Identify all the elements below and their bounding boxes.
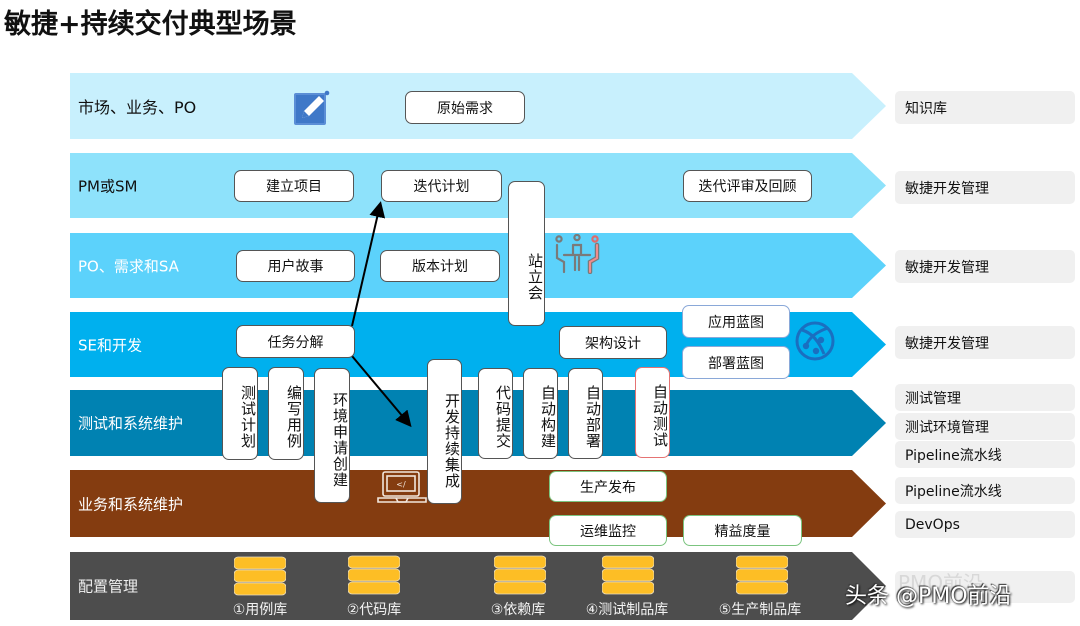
- lean-metrics-box[interactable]: 精益度量: [683, 515, 802, 546]
- deploy-blueprint-box[interactable]: 部署蓝图: [682, 346, 790, 379]
- database-icon: [736, 555, 788, 595]
- ops-monitor-box[interactable]: 运维监控: [549, 515, 667, 546]
- auto-build-box[interactable]: 自动构建: [523, 368, 558, 459]
- svg-text:</: </: [396, 480, 406, 489]
- watermark: 头条 @PMO前沿: [845, 584, 1012, 609]
- task-breakdown-box[interactable]: 任务分解: [236, 325, 355, 358]
- repo-label: ④测试制品库: [585, 602, 669, 618]
- meeting-icon: [552, 233, 602, 275]
- band-label: 测试和系统维护: [78, 414, 184, 433]
- laptop-code-icon: </: [376, 470, 428, 506]
- band-business: 业务和系统维护: [70, 470, 886, 537]
- side-tool-agile-mgmt[interactable]: 敏捷开发管理: [895, 171, 1075, 204]
- database-icon: [494, 555, 546, 595]
- band-label: PM或SM: [78, 177, 138, 195]
- database-icon: [602, 555, 654, 595]
- side-tool-pipeline[interactable]: Pipeline流水线: [895, 441, 1075, 468]
- repo-label: ③依赖库: [490, 602, 546, 618]
- band-label: PO、需求和SA: [78, 257, 179, 275]
- raw-requirements-box[interactable]: 原始需求: [405, 91, 525, 124]
- edit-note-icon: [293, 89, 333, 127]
- side-tool-empty[interactable]: [895, 571, 1075, 603]
- auto-test-box[interactable]: 自动测试: [635, 367, 670, 458]
- database-icon: [234, 556, 286, 596]
- arrow-to-ci: [351, 355, 412, 428]
- globe-network-icon: [794, 320, 836, 362]
- code-commit-box[interactable]: 代码提交: [478, 368, 513, 459]
- page-title: 敏捷+持续交付典型场景: [4, 9, 297, 40]
- repo-label: ②代码库: [346, 602, 402, 618]
- repo-label: ①用例库: [232, 602, 288, 618]
- test-plan-box[interactable]: 测试计划: [222, 367, 258, 460]
- side-tool-pipeline[interactable]: Pipeline流水线: [895, 477, 1075, 504]
- side-tool-devops[interactable]: DevOps: [895, 511, 1075, 538]
- side-tool-test-mgmt[interactable]: 测试管理: [895, 384, 1075, 411]
- arrow-to-iteration-plan: [351, 201, 386, 327]
- create-project-box[interactable]: 建立项目: [234, 170, 354, 202]
- band-label: 市场、业务、PO: [78, 98, 197, 117]
- app-blueprint-box[interactable]: 应用蓝图: [682, 305, 790, 338]
- side-tool-agile-mgmt[interactable]: 敏捷开发管理: [895, 326, 1075, 359]
- iteration-plan-box[interactable]: 迭代计划: [381, 170, 502, 202]
- release-plan-box[interactable]: 版本计划: [380, 250, 500, 282]
- side-tool-knowledge-base[interactable]: 知识库: [895, 91, 1075, 124]
- iteration-review-box[interactable]: 迭代评审及回顾: [683, 170, 812, 202]
- watermark-faint: PMO前沿: [898, 571, 984, 595]
- env-request-box[interactable]: 环境申请创建: [314, 368, 350, 503]
- band-label: SE和开发: [78, 336, 142, 354]
- dev-ci-box[interactable]: 开发持续集成: [427, 359, 462, 504]
- auto-deploy-box[interactable]: 自动部署: [568, 368, 603, 459]
- repo-label: ⑤生产制品库: [718, 602, 802, 618]
- standup-box[interactable]: 站立会: [508, 181, 545, 326]
- band-label: 业务和系统维护: [78, 495, 184, 513]
- database-icon: [348, 555, 400, 595]
- band-label: 配置管理: [78, 577, 139, 596]
- user-story-box[interactable]: 用户故事: [236, 250, 355, 282]
- prod-release-box[interactable]: 生产发布: [549, 471, 667, 502]
- side-tool-agile-mgmt[interactable]: 敏捷开发管理: [895, 250, 1075, 283]
- side-tool-test-env-mgmt[interactable]: 测试环境管理: [895, 413, 1075, 440]
- architecture-design-box[interactable]: 架构设计: [559, 326, 667, 359]
- write-cases-box[interactable]: 编写用例: [268, 367, 304, 460]
